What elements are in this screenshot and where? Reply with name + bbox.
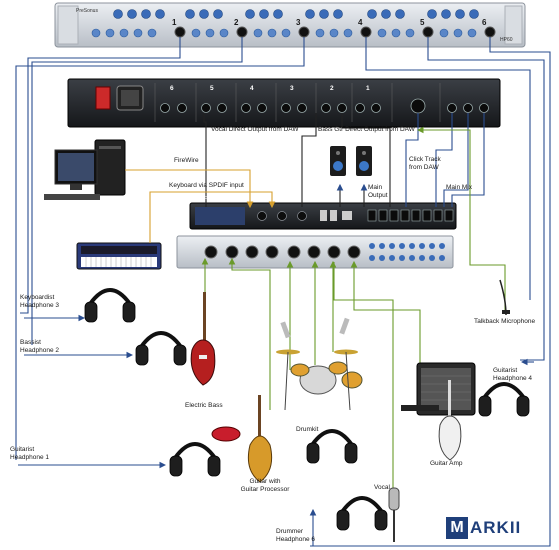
drumkit-label: Drumkit [296, 426, 319, 433]
headphone-vocal-icon [336, 496, 388, 531]
hp60-channel-1: 1 [172, 18, 177, 27]
computer [44, 139, 126, 200]
watermark-logo-text: ARKII [470, 518, 522, 537]
bassist-headphone-label: Bassist Headphone 2 [20, 339, 60, 354]
rear-output-6: 6 [170, 85, 174, 92]
rear-output-2: 2 [330, 85, 334, 92]
firestudio-label: FireStudio [203, 196, 233, 203]
rear-panel-unit [67, 78, 501, 128]
click-track-label: Click Track from DAW [409, 156, 441, 171]
keyboardist-headphone-label: Keyboardist Headphone 3 [20, 294, 60, 309]
rear-output-3: 3 [290, 85, 294, 92]
studio-monitors [330, 146, 372, 176]
hp60-headphone-jacks [174, 26, 496, 38]
hp60-channel-3: 3 [296, 18, 301, 27]
rear-panel-jacks [160, 98, 489, 114]
guitarist4-headphone-label: Guitarist Headphone 4 [493, 367, 533, 382]
guitar-amp-icon [401, 362, 476, 461]
vocal-label: Vocal [374, 484, 390, 491]
drummer-headphone-label: Drummer Headphone 6 [276, 528, 316, 543]
guitarist1-headphone-label: Guitarist Headphone 1 [10, 446, 50, 461]
headphone-guitarist1-icon [169, 442, 221, 477]
headphone-bassist-icon [135, 331, 187, 366]
hp60-brand-label: PreSonus [76, 8, 98, 14]
headphone-guitarist4-icon [478, 382, 530, 417]
hp60-knobs [113, 9, 479, 19]
headphone-icons [84, 288, 530, 531]
rear-output-4: 4 [250, 85, 254, 92]
hp60-channel-6: 6 [482, 18, 487, 27]
hp60-headphone-amp [54, 2, 526, 48]
hp60-channel-4: 4 [358, 18, 363, 27]
electric-bass-icon [190, 292, 216, 386]
rear-output-5: 5 [210, 85, 214, 92]
keyboard-synth [76, 242, 162, 270]
guitar-processor-icon [211, 395, 273, 483]
cable-lines [15, 37, 551, 547]
vocal-mic-icon [388, 487, 400, 542]
headphone-drummer-icon [306, 429, 358, 464]
drumkit-icon [276, 317, 363, 411]
main-output-label: Main Output [368, 184, 388, 199]
guitar-processor-label: Guitar with Guitar Processor [240, 478, 290, 493]
hp60-channel-2: 2 [234, 18, 239, 27]
rear-output-1: 1 [366, 85, 370, 92]
talkback-label: Talkback Microphone [474, 318, 536, 325]
main-mix-label: Main Mix [446, 184, 473, 191]
talkback-mic-icon [499, 279, 510, 316]
firewire-label: FireWire [174, 157, 199, 164]
keyboard-spdif-label: Keyboard via SPDIF input [169, 182, 244, 189]
watermark-logo-box: M [446, 517, 468, 539]
firestudio-interface [189, 202, 457, 230]
headphone-keyboardist-icon [84, 288, 136, 323]
preamp-unit [176, 235, 454, 269]
hp60-model-label: HP60 [500, 37, 513, 43]
guitar-amp-label: Guitar Amp [430, 460, 463, 467]
electric-bass-label: Electric Bass [185, 402, 223, 409]
hp60-channel-5: 5 [420, 18, 425, 27]
vocal-direct-label: Vocal Direct Output from DAW [211, 126, 299, 133]
bass-gtr-direct-label: Bass Gtr Direct Output from DAW [318, 126, 415, 133]
